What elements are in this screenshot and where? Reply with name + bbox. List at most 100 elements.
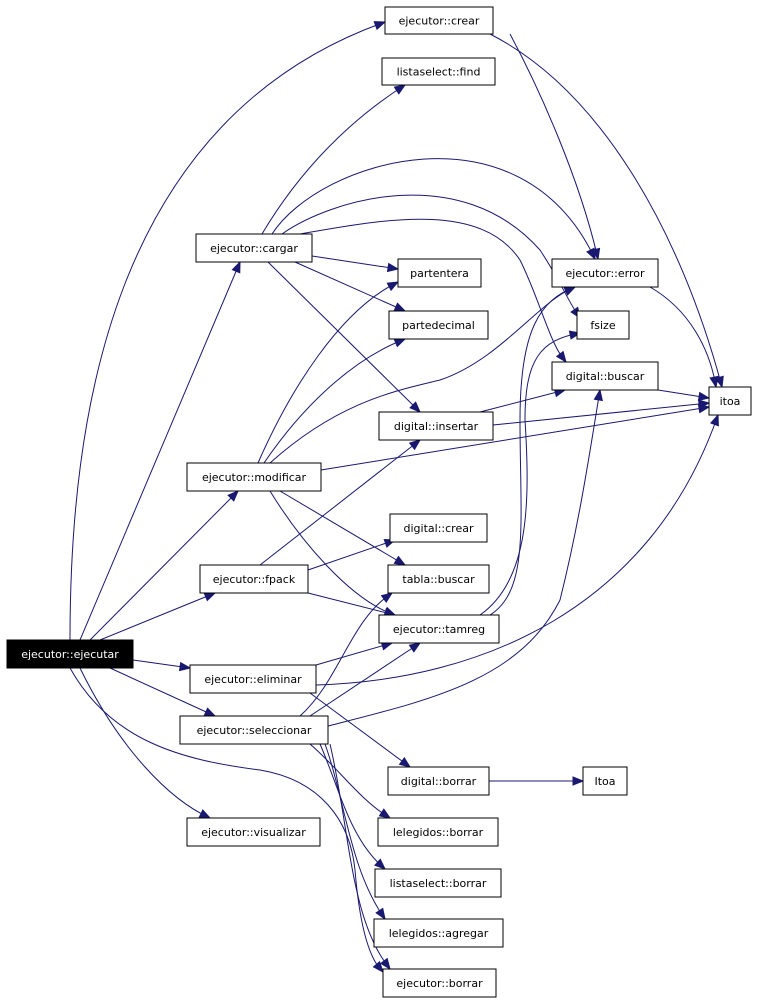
node-label: lelegidos::borrar [393, 826, 484, 839]
node-eliminar[interactable]: ejecutor::eliminar [189, 664, 317, 694]
node-box [377, 817, 499, 847]
node-tbuscar[interactable]: tabla::buscar [387, 564, 490, 594]
node-box [189, 664, 317, 694]
arrowhead-error-to-itoa [709, 375, 719, 389]
edge-ejecutar-to-visualizar [79, 667, 211, 819]
node-leagregar[interactable]: lelegidos::agregar [373, 918, 504, 948]
arrowhead-ejecutar-to-crear_e [373, 21, 387, 31]
node-label: tabla::buscar [402, 573, 475, 586]
edge-insertar-to-dbuscar [479, 389, 566, 413]
node-seleccionar[interactable]: ejecutor::seleccionar [179, 715, 329, 745]
node-dborrar[interactable]: digital::borrar [387, 766, 490, 796]
node-label: partentera [410, 267, 469, 280]
node-label: ejecutor::borrar [396, 977, 483, 990]
edge-cargar-to-dbuscar [299, 218, 567, 363]
node-dcrear[interactable]: digital::crear [389, 513, 488, 543]
node-box [186, 817, 321, 847]
edge-modificar-to-partedecimal [263, 338, 406, 464]
node-ejecutar[interactable]: ejecutor::ejecutar [6, 639, 134, 669]
arrowhead-seleccionar-to-eborrar [379, 957, 391, 971]
node-label: ejecutor::modificar [202, 471, 307, 484]
node-error[interactable]: ejecutor::error [551, 258, 659, 288]
edge-seleccionar-to-dbuscar [327, 389, 601, 727]
node-box [387, 564, 490, 594]
edge-ejecutar-to-crear_e [69, 21, 386, 641]
node-dbuscar[interactable]: digital::buscar [551, 361, 659, 391]
node-box [576, 310, 630, 340]
node-modificar[interactable]: ejecutor::modificar [186, 462, 322, 492]
edge-cargar-to-partedecimal [294, 261, 406, 312]
node-label: ejecutor::eliminar [204, 673, 302, 686]
edge-tamreg-to-error [489, 286, 576, 616]
edge-modificar-to-partentera [257, 281, 399, 464]
node-box [179, 715, 329, 745]
arrowhead-ejecutar-to-seleccionar [203, 707, 217, 717]
node-label: itoa [720, 395, 741, 408]
node-partedecimal[interactable]: partedecimal [388, 310, 489, 340]
arrowhead-ejecutar-to-cargar [231, 260, 241, 274]
node-insertar[interactable]: digital::insertar [378, 411, 494, 441]
node-find[interactable]: listaselect::find [381, 57, 496, 86]
node-label: ejecutor::fpack [213, 573, 296, 586]
node-fsize[interactable]: fsize [576, 310, 630, 340]
node-cargar[interactable]: ejecutor::cargar [195, 233, 313, 263]
node-box [551, 361, 659, 391]
node-lsborrar[interactable]: listaselect::borrar [374, 868, 502, 898]
node-box [388, 310, 489, 340]
edge-fpack-to-insertar [259, 439, 421, 566]
node-partentera[interactable]: partentera [397, 258, 482, 288]
edge-eliminar-to-tamreg [315, 642, 393, 666]
edge-seleccionar-to-tbuscar [299, 592, 393, 717]
edge-ejecutar-to-eborrar [69, 667, 384, 973]
arrowhead-modificar-to-tbuscar [393, 555, 407, 566]
arrowhead-modificar-to-partedecimal [393, 338, 407, 348]
node-tamreg[interactable]: ejecutor::tamreg [378, 614, 500, 644]
edge-cargar-to-partentera [311, 255, 399, 270]
arrowhead-seleccionar-to-leagregar [375, 907, 386, 921]
edge-insertar-to-itoa [492, 402, 710, 426]
arrowhead-ejecutar-to-eborrar [372, 960, 384, 974]
arrowhead-cargar-to-dbuscar [555, 350, 567, 364]
arrowhead-eliminar-to-dborrar [398, 756, 412, 768]
edges [69, 21, 724, 974]
nodes: ejecutor::ejecutar ejecutor::crearlistase… [6, 6, 752, 998]
node-box [382, 968, 497, 998]
arrowhead-fpack-to-insertar [408, 439, 422, 451]
node-eborrar[interactable]: ejecutor::borrar [382, 968, 497, 998]
edge-fpack-to-dcrear [307, 539, 396, 571]
arrowhead-modificar-to-itoa [697, 404, 711, 414]
node-label: listaselect::find [397, 66, 481, 79]
node-label: ejecutor::cargar [210, 242, 298, 255]
arrowhead-cargar-to-insertar [409, 401, 421, 413]
node-label: digital::insertar [394, 420, 479, 433]
node-box [195, 233, 313, 263]
node-box [708, 386, 752, 416]
arrowhead-seleccionar-to-dbuscar [593, 388, 603, 402]
node-itoa[interactable]: itoa [708, 386, 752, 416]
arrowhead-ejecutar-to-fpack [203, 592, 217, 602]
node-fpack[interactable]: ejecutor::fpack [199, 564, 309, 594]
node-box [389, 513, 488, 543]
edge-modificar-to-error [269, 286, 576, 464]
node-label: listaselect::borrar [390, 877, 487, 890]
edge-ejecutar-to-seleccionar [109, 667, 216, 717]
arrowhead-dborrar-to-Itoa2 [572, 776, 585, 786]
node-label: digital::crear [404, 522, 474, 535]
edge-cargar-to-insertar [267, 261, 421, 413]
node-crear_e[interactable]: ejecutor::crear [384, 6, 494, 35]
edge-seleccionar-to-lsborrar [319, 743, 386, 870]
edge-ejecutar-to-cargar [79, 261, 241, 641]
node-label: ejecutor::error [565, 267, 645, 280]
node-leborrar[interactable]: lelegidos::borrar [377, 817, 499, 847]
node-box [378, 614, 500, 644]
node-visualizar[interactable]: ejecutor::visualizar [186, 817, 321, 847]
arrowhead-cargar-to-partedecimal [393, 302, 407, 312]
node-box [397, 258, 482, 288]
node-box [373, 918, 504, 948]
arrowhead-seleccionar-to-tamreg [408, 642, 422, 653]
node-Itoa2[interactable]: Itoa [582, 766, 628, 796]
edge-fpack-to-tamreg [307, 592, 396, 616]
node-label: ejecutor::ejecutar [21, 648, 119, 661]
edge-eliminar-to-itoa [315, 414, 719, 686]
